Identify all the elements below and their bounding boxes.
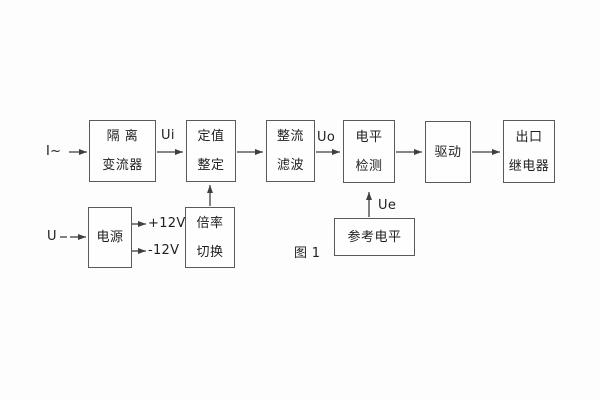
block-label-line: 隔 离 bbox=[106, 129, 139, 144]
signal-ue-label: Ue bbox=[378, 198, 397, 213]
block-label-line: 定值 bbox=[197, 129, 225, 144]
block-label-line: 出口 bbox=[515, 129, 543, 145]
signal-ui-label: Ui bbox=[161, 128, 175, 143]
block-label-line: 继电器 bbox=[508, 158, 550, 174]
block-label-line: 整定 bbox=[197, 158, 225, 173]
block-label-line: 参考电平 bbox=[347, 229, 402, 245]
rail-minus12v-label: -12V bbox=[148, 243, 180, 258]
signal-uo-label: Uo bbox=[317, 130, 336, 145]
block-label-line: 检测 bbox=[355, 158, 383, 174]
block-label-line: 变流器 bbox=[102, 158, 143, 173]
block-label-line: 驱动 bbox=[434, 144, 462, 160]
block-output-relay: 出口 继电器 bbox=[503, 120, 555, 183]
block-label-line: 电源 bbox=[96, 230, 124, 245]
block-ratio-switch: 倍率 切换 bbox=[185, 207, 235, 268]
block-power-supply: 电源 bbox=[88, 207, 132, 268]
figure-caption: 图 1 bbox=[294, 246, 321, 261]
block-reference-level: 参考电平 bbox=[334, 218, 415, 256]
block-label-line: 电平 bbox=[355, 129, 383, 145]
block-label-line: 滤波 bbox=[276, 158, 304, 173]
rail-plus12v-label: +12V bbox=[148, 216, 186, 231]
block-isolation-transformer: 隔 离 变流器 bbox=[89, 120, 156, 182]
block-level-detect: 电平 检测 bbox=[343, 120, 395, 183]
block-rectify-filter: 整流 滤波 bbox=[266, 120, 315, 182]
block-label-line: 倍率 bbox=[196, 215, 224, 231]
block-setting-adjust: 定值 整定 bbox=[186, 120, 236, 182]
input-current-label: I~ bbox=[46, 144, 62, 159]
block-drive: 驱动 bbox=[425, 121, 471, 183]
input-voltage-label: U bbox=[47, 229, 57, 244]
block-label-line: 切换 bbox=[196, 244, 224, 260]
block-label-line: 整流 bbox=[276, 129, 304, 144]
